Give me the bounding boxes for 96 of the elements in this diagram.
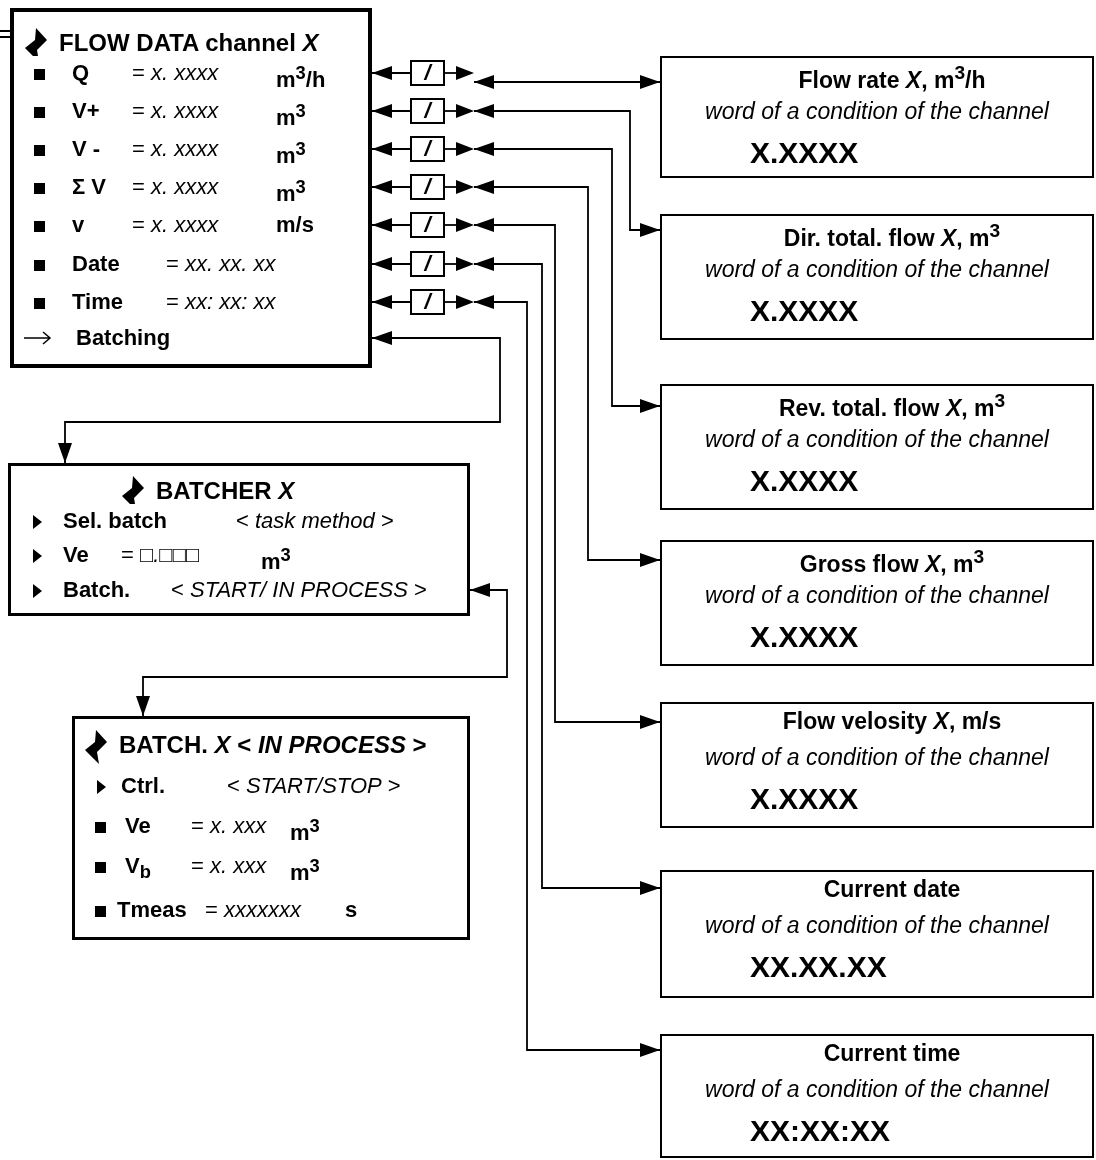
- key-box: /: [410, 60, 445, 86]
- row-label: Batch.: [63, 576, 132, 604]
- status-text: word of a condition of the channel: [704, 744, 1051, 771]
- row-value: = x. xxxx: [132, 59, 220, 87]
- display-value: XX.XX.XX: [750, 950, 887, 984]
- display-box: [660, 56, 1094, 178]
- key-box: /: [410, 289, 445, 315]
- arrow: [473, 180, 661, 567]
- status-text: word of a condition of the channel: [704, 1076, 1051, 1103]
- display-title: Current time: [822, 1040, 962, 1067]
- row-value: < START/ IN PROCESS >: [171, 576, 428, 604]
- row-unit: m$^{3}$: [276, 175, 307, 204]
- arrow: [371, 218, 411, 232]
- arrow: [371, 295, 411, 309]
- row-value: < task method >: [236, 507, 395, 535]
- row-label: V+: [72, 97, 101, 125]
- row-value: = xxxxxxx: [205, 896, 303, 924]
- status-text: word of a condition of the channel: [704, 256, 1051, 283]
- arrow: [473, 104, 661, 237]
- display-title: Rev. total. flow X, m$^{3}$: [777, 390, 1007, 422]
- row-unit: m/s: [276, 211, 315, 239]
- connector-line: [0, 30, 11, 38]
- display-box: [660, 702, 1094, 828]
- arrow: [371, 257, 411, 271]
- menu-title: BATCHER X: [156, 476, 295, 506]
- key-box: /: [410, 174, 445, 200]
- arrow: [136, 583, 508, 717]
- arrow: [371, 104, 411, 118]
- status-text: word of a condition of the channel: [704, 426, 1051, 453]
- row-unit: m$^{3}$: [290, 854, 321, 883]
- key-box: /: [410, 136, 445, 162]
- row-label: V$_{b}$: [125, 852, 152, 883]
- display-value: X.XXXX: [750, 464, 859, 498]
- row-unit: s: [345, 896, 359, 924]
- display-title: Flow velosity X, m/s: [781, 708, 1003, 735]
- display-value: X.XXXX: [750, 136, 859, 170]
- menu-title: FLOW DATA channel X: [59, 28, 319, 58]
- row-label: Ve: [63, 541, 90, 569]
- display-box: [660, 870, 1094, 998]
- menu-title: BATCH. X < IN PROCESS >: [119, 730, 427, 760]
- row-label: Ctrl.: [121, 772, 166, 800]
- display-value: X.XXXX: [750, 294, 859, 328]
- arrow: [473, 257, 661, 895]
- menu-screen-box: [10, 8, 372, 368]
- key-box: /: [410, 98, 445, 124]
- menu-screen-box: [72, 716, 470, 940]
- row-label: Ve: [125, 812, 152, 840]
- row-value: = x. xxx: [191, 812, 268, 840]
- display-box: [660, 214, 1094, 340]
- row-unit: m$^{3}$: [261, 543, 292, 572]
- row-value: = x. xxxx: [132, 97, 220, 125]
- arrow: [371, 142, 411, 156]
- arrow: [371, 66, 411, 80]
- key-box: /: [410, 212, 445, 238]
- display-title: Dir. total. flow X, m$^{3}$: [782, 220, 1002, 252]
- arrow: [473, 75, 661, 89]
- row-value: = x. xxxx: [132, 135, 220, 163]
- display-box: [660, 1034, 1094, 1158]
- row-label: Batching: [76, 324, 172, 352]
- row-label: Q: [72, 59, 91, 87]
- arrow: [58, 331, 501, 464]
- status-text: word of a condition of the channel: [704, 912, 1051, 939]
- display-box: [660, 384, 1094, 510]
- display-value: XX:XX:XX: [750, 1114, 891, 1148]
- row-label: Date: [72, 250, 121, 278]
- arrow: [473, 218, 661, 729]
- display-value: X.XXXX: [750, 620, 859, 654]
- status-text: word of a condition of the channel: [704, 98, 1051, 125]
- display-value: X.XXXX: [750, 782, 859, 816]
- row-label: V -: [72, 135, 102, 163]
- row-value: < START/STOP >: [227, 772, 402, 800]
- row-unit: m$^{3}$: [276, 137, 307, 166]
- display-box: [660, 540, 1094, 666]
- display-title: Current date: [822, 876, 962, 903]
- arrow: [371, 180, 411, 194]
- arrow: [473, 295, 661, 1057]
- row-value: = x. xxx: [191, 852, 268, 880]
- status-text: word of a condition of the channel: [704, 582, 1051, 609]
- row-label: Time: [72, 288, 124, 316]
- display-title: Flow rate X, m$^{3}$/h: [797, 62, 987, 94]
- row-unit: m$^{3}$: [290, 814, 321, 843]
- arrow: [473, 142, 661, 413]
- menu-screen-box: [8, 463, 470, 616]
- row-unit: m$^{3}$: [276, 99, 307, 128]
- key-box: /: [410, 251, 445, 277]
- row-unit: m$^{3}$/h: [276, 61, 327, 90]
- row-value: = x. xxxx: [132, 211, 220, 239]
- row-value: = □.□□□: [121, 541, 201, 569]
- row-value: = x. xxxx: [132, 173, 220, 201]
- display-title: Gross flow X, m$^{3}$: [798, 546, 986, 578]
- row-label: Tmeas: [117, 896, 188, 924]
- row-value: = xx: xx: xx: [166, 288, 277, 316]
- row-label: Σ V: [72, 173, 107, 201]
- row-value: = xx. xx. xx: [166, 250, 277, 278]
- row-label: v: [72, 211, 86, 239]
- row-label: Sel. batch: [63, 507, 168, 535]
